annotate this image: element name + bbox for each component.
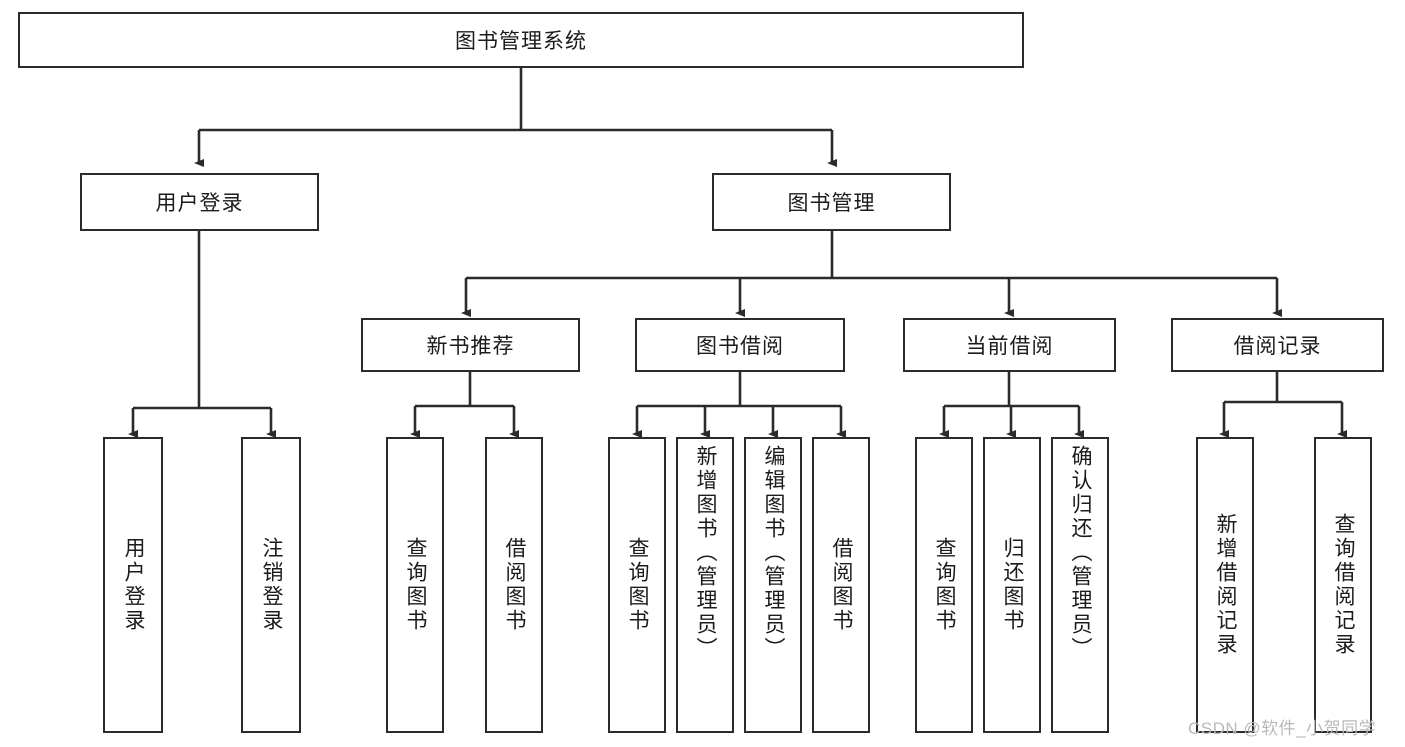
node-label: 借阅图书 (503, 537, 527, 633)
leaf-book-borrow-borrow-book[interactable]: 借阅图书 (812, 437, 870, 733)
leaf-new-book-query-book[interactable]: 查询图书 (386, 437, 444, 733)
leaf-current-borrow-query-book[interactable]: 查询图书 (915, 437, 973, 733)
watermark-text: CSDN @软件_小贺同学 (1188, 719, 1377, 738)
leaf-user-login-login[interactable]: 用户登录 (103, 437, 163, 733)
leaf-current-borrow-return-book[interactable]: 归还图书 (983, 437, 1041, 733)
node-label: 当前借阅 (965, 335, 1054, 358)
node-current-borrow[interactable]: 当前借阅 (903, 318, 1116, 372)
node-label: 新书推荐 (426, 335, 515, 358)
node-label: 新增借阅记录 (1214, 513, 1238, 657)
node-book-borrow[interactable]: 图书借阅 (635, 318, 845, 372)
node-label: 查询图书 (626, 537, 650, 633)
node-label: 图书管理系统 (455, 30, 587, 53)
leaf-new-book-borrow-book[interactable]: 借阅图书 (485, 437, 543, 733)
node-label: 查询借阅记录 (1332, 513, 1356, 657)
leaf-user-login-logout[interactable]: 注销登录 (241, 437, 301, 733)
leaf-current-borrow-confirm-return-admin[interactable]: 确认归还（管理员） (1051, 437, 1109, 733)
leaf-book-borrow-query-book[interactable]: 查询图书 (608, 437, 666, 733)
leaf-borrow-records-add-record[interactable]: 新增借阅记录 (1196, 437, 1254, 733)
node-label: 借阅图书 (830, 537, 854, 633)
node-label: 图书管理 (787, 192, 876, 215)
node-label: 图书借阅 (696, 335, 784, 358)
node-label: 借阅记录 (1233, 335, 1322, 358)
node-label: 用户登录 (155, 192, 244, 215)
node-new-book-recommend[interactable]: 新书推荐 (361, 318, 580, 372)
node-label: 编辑图书（管理员） (762, 445, 786, 661)
leaf-book-borrow-add-book-admin[interactable]: 新增图书（管理员） (676, 437, 734, 733)
node-borrow-records[interactable]: 借阅记录 (1171, 318, 1384, 372)
node-root-book-management-system[interactable]: 图书管理系统 (18, 12, 1024, 68)
node-label: 查询图书 (404, 537, 428, 633)
node-label: 确认归还（管理员） (1069, 445, 1093, 661)
leaf-book-borrow-edit-book-admin[interactable]: 编辑图书（管理员） (744, 437, 802, 733)
node-user-login[interactable]: 用户登录 (80, 173, 319, 231)
node-label: 注销登录 (260, 537, 284, 633)
node-label: 新增图书（管理员） (694, 445, 718, 661)
node-book-management[interactable]: 图书管理 (712, 173, 951, 231)
node-label: 用户登录 (122, 537, 146, 633)
node-label: 查询图书 (933, 537, 957, 633)
leaf-borrow-records-query-record[interactable]: 查询借阅记录 (1314, 437, 1372, 733)
node-label: 归还图书 (1001, 537, 1025, 633)
